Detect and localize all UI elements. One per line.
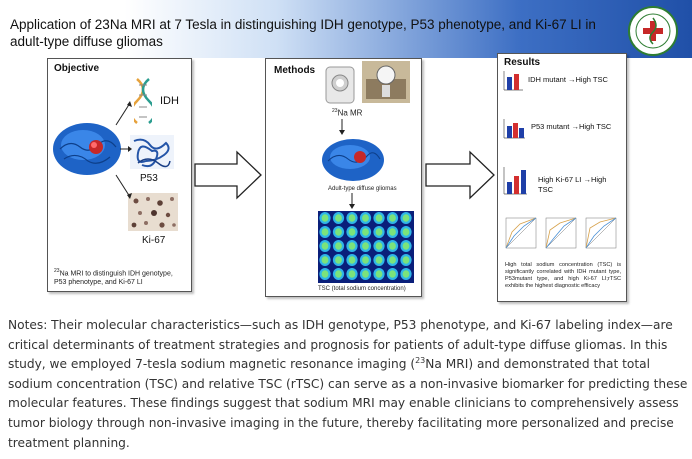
coil-photo-image — [362, 61, 410, 103]
arrow-to-p53 — [120, 146, 132, 152]
tsc-slice-core — [389, 256, 396, 264]
result-chart-idh — [503, 71, 523, 91]
methods-panel: Methods 23Na MR Adult-type diffuse gliom… — [265, 58, 422, 297]
tsc-slice-core — [389, 228, 396, 236]
brain-tumor-image — [53, 123, 121, 175]
label-p53: P53 — [140, 173, 158, 184]
arrow-down-1 — [339, 119, 345, 135]
tsc-slice-core — [321, 214, 329, 222]
flow-arrow-2 — [425, 150, 495, 200]
objective-panel: Objective IDH P53 Ki-67 — [47, 58, 192, 292]
tsc-slice-core — [348, 256, 356, 264]
roc-curves-image — [505, 217, 617, 249]
result-chart-ki67 — [503, 167, 527, 195]
tsc-slice-core — [348, 270, 356, 278]
tsc-slice-core — [335, 228, 342, 236]
tsc-slice-core — [362, 214, 369, 222]
tsc-slice-core — [362, 256, 369, 264]
tsc-slice-core — [389, 270, 396, 278]
tsc-slice-core — [362, 270, 369, 278]
result-ki67: High Ki-67 LI →High TSC — [538, 175, 607, 194]
tsc-slice-core — [375, 242, 383, 250]
tsc-slice-core — [321, 256, 329, 264]
result-chart-p53 — [503, 119, 525, 139]
title-banner — [0, 0, 692, 58]
label-ki67: Ki-67 — [142, 235, 166, 246]
ki67-stain-image — [128, 193, 178, 231]
arrow-to-idh — [115, 101, 132, 126]
mri-scanner-image — [325, 66, 355, 104]
tsc-slice-core — [348, 242, 356, 250]
results-title: Results — [504, 57, 541, 68]
tsc-map-grid — [318, 211, 414, 283]
tsc-slice-core — [402, 256, 410, 264]
methods-brain-image — [322, 139, 384, 181]
arrow-to-ki67 — [115, 174, 132, 199]
tsc-slice-core — [348, 228, 356, 236]
tsc-slice-core — [375, 256, 383, 264]
tsc-caption: TSC (total sodium concentration) — [318, 286, 406, 292]
tsc-slice-core — [375, 214, 383, 222]
objective-title: Objective — [54, 63, 100, 74]
tsc-slice-core — [402, 214, 410, 222]
na-mr-label: 23Na MR — [332, 108, 363, 118]
institution-logo — [628, 6, 678, 56]
tsc-slice-core — [335, 214, 342, 222]
tsc-slice-core — [321, 228, 329, 236]
label-idh: IDH — [160, 95, 179, 107]
notes-paragraph: Notes: Their molecular characteristics—s… — [8, 318, 688, 450]
tsc-slice-core — [348, 214, 356, 222]
results-panel: Results IDH mutant →High TSC P53 mutant … — [497, 53, 627, 302]
flow-arrow-1 — [194, 150, 262, 200]
tsc-slice-core — [375, 270, 383, 278]
tsc-slice-core — [389, 214, 396, 222]
arrow-down-2 — [349, 193, 355, 209]
tsc-slice-core — [389, 242, 396, 250]
dna-helix-icon — [134, 78, 152, 124]
tsc-slice-core — [321, 242, 329, 250]
tsc-slice-core — [321, 270, 329, 278]
tsc-slice-core — [335, 256, 342, 264]
result-idh: IDH mutant →High TSC — [528, 75, 608, 84]
tsc-slice-core — [362, 228, 369, 236]
tsc-slice-core — [362, 242, 369, 250]
brain-caption: Adult-type diffuse gliomas — [328, 186, 397, 192]
tsc-slice-core — [375, 228, 383, 236]
figure-title: Application of 23Na MRI at 7 Tesla in di… — [10, 17, 596, 49]
result-p53: P53 mutant →High TSC — [531, 122, 612, 131]
objective-caption: 23Na MRI to distinguish IDH genotype, P5… — [54, 268, 173, 287]
tsc-slice-core — [402, 242, 410, 250]
tsc-slice-core — [402, 228, 410, 236]
results-summary: High total sodium concentration (TSC) is… — [505, 262, 621, 289]
tsc-slice-core — [335, 270, 342, 278]
methods-title: Methods — [274, 65, 316, 76]
tsc-slice-core — [402, 270, 410, 278]
tsc-slice-core — [335, 242, 342, 250]
p53-protein-image — [130, 135, 174, 169]
